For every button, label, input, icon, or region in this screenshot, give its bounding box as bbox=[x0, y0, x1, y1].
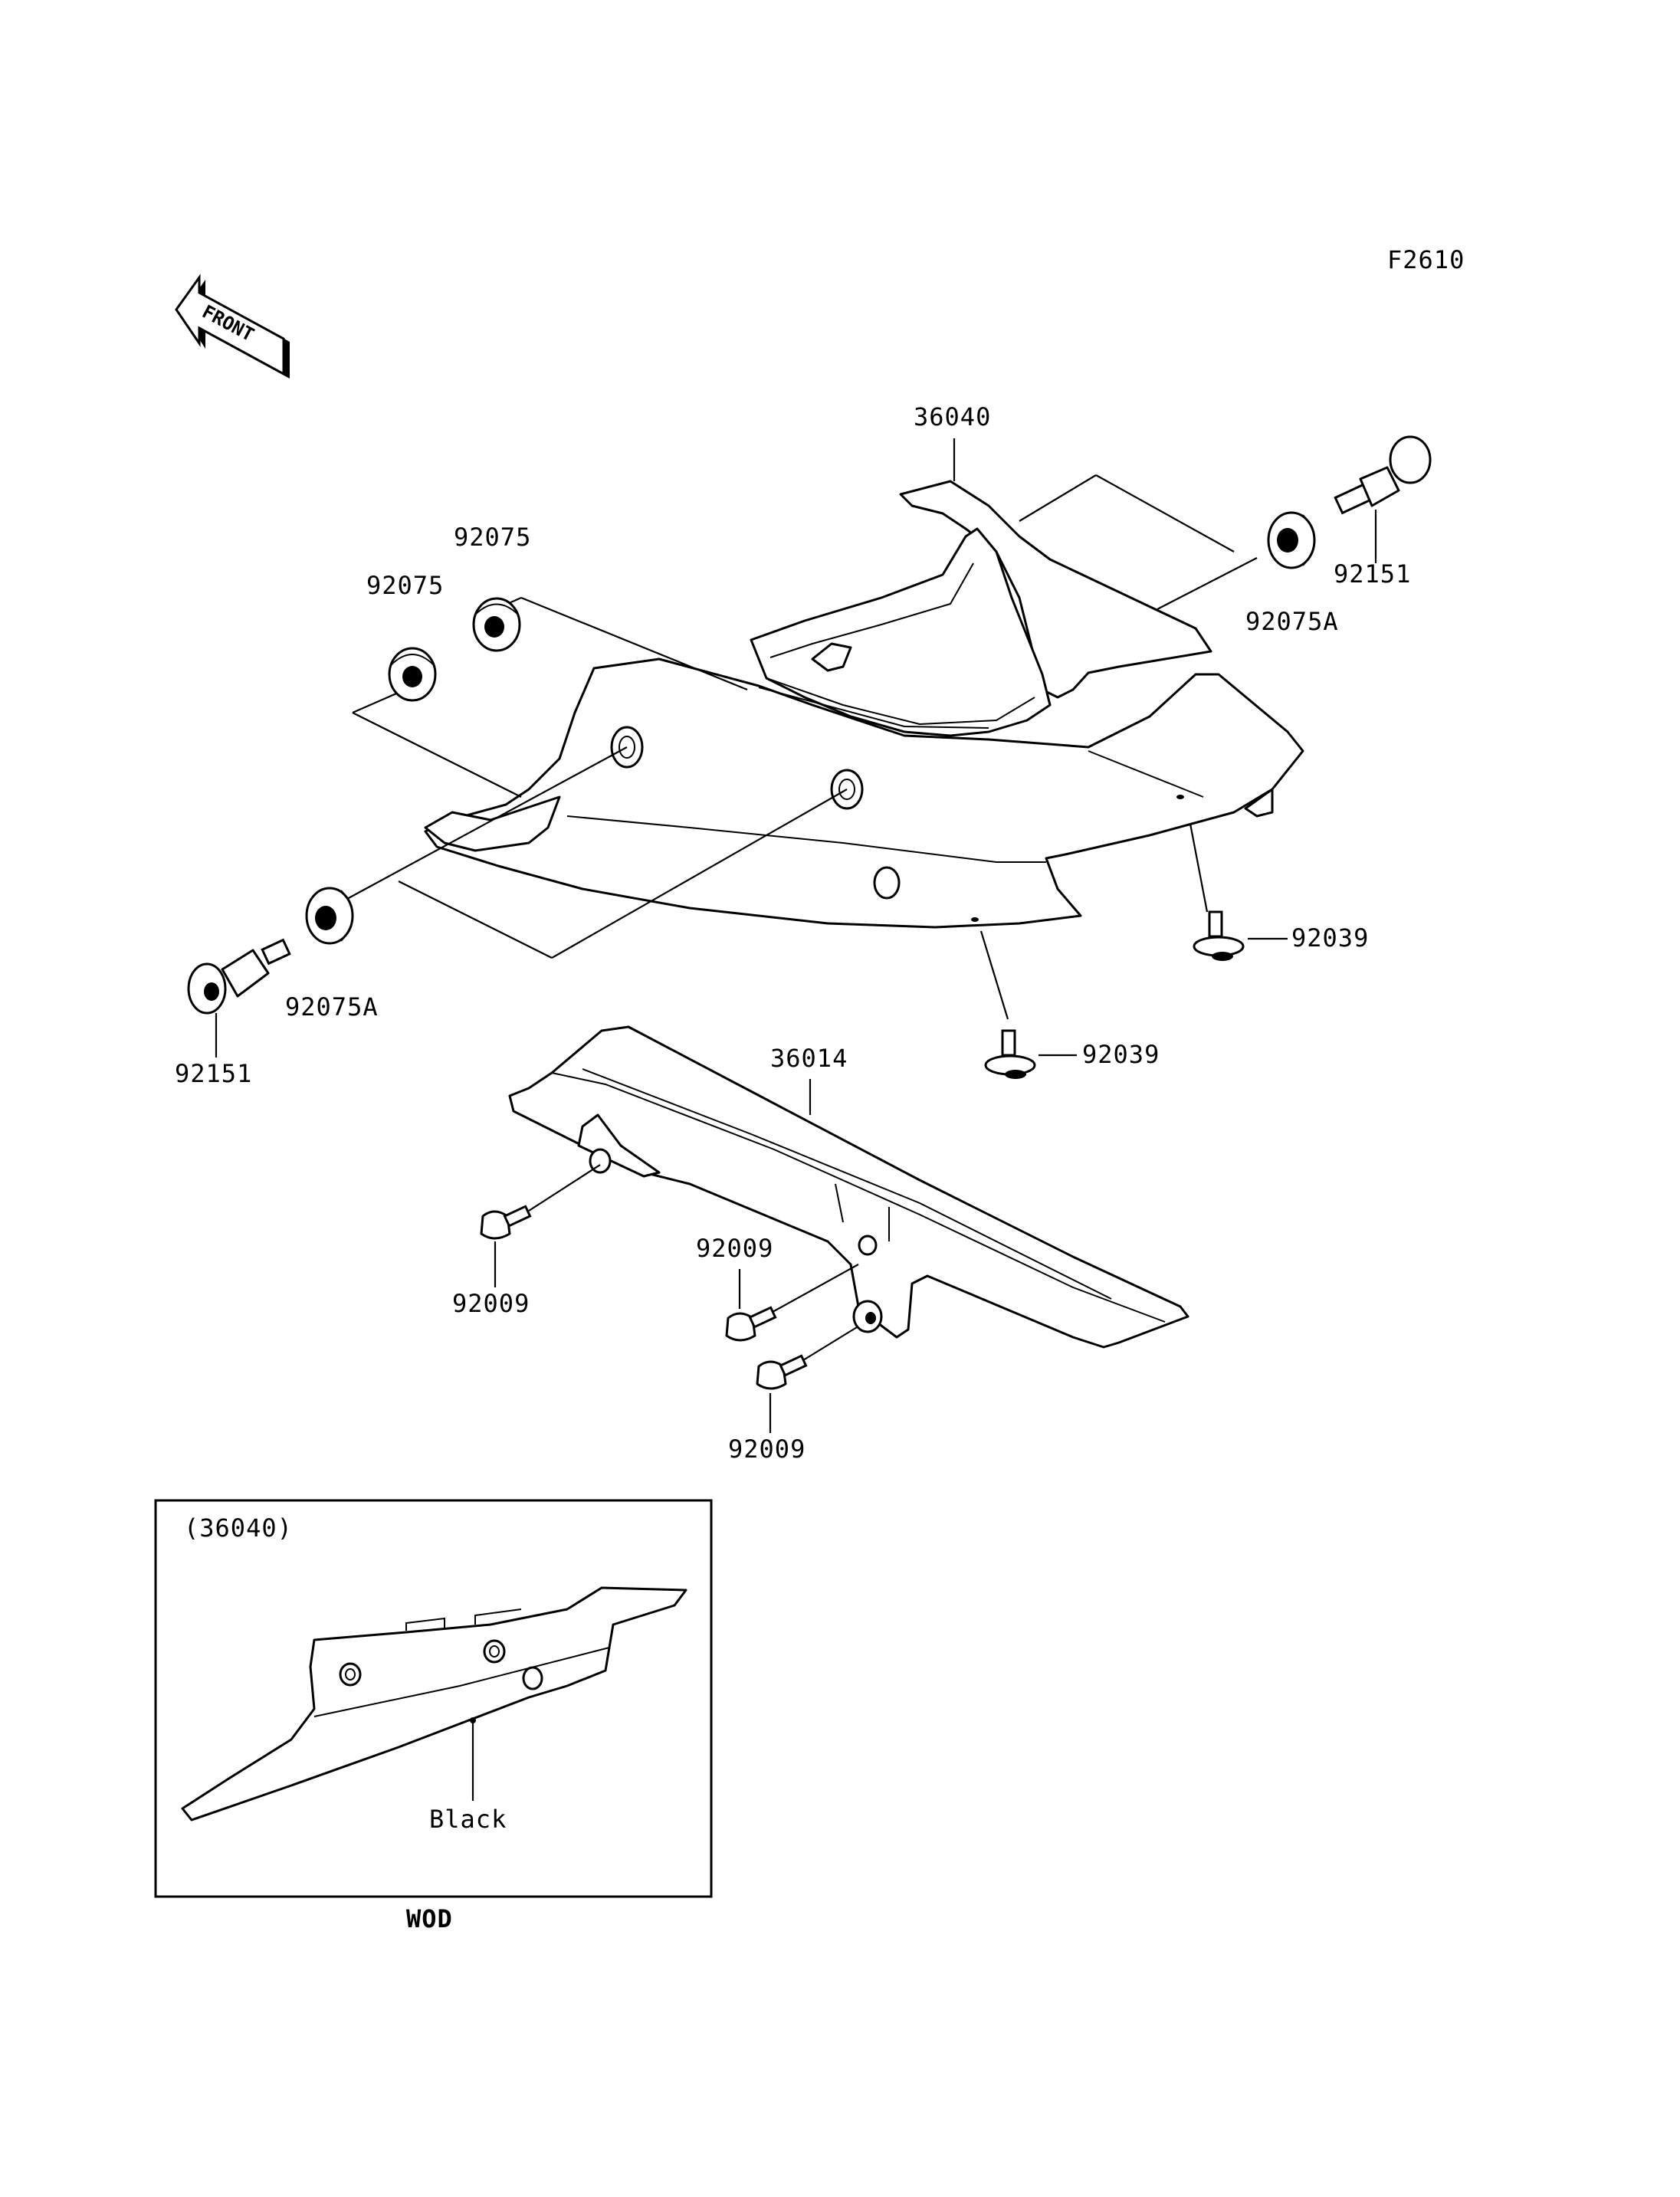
inset-part-ref: (36040) bbox=[184, 1513, 293, 1543]
bolt-92009-left bbox=[480, 1164, 601, 1287]
inset-variant-box: (36040) Black bbox=[154, 1499, 713, 1898]
chain-cover-36014 bbox=[508, 1025, 1189, 1349]
label-92151-right: 92151 bbox=[1334, 559, 1411, 589]
inset-color-note: Black bbox=[429, 1805, 507, 1834]
label-92039-right: 92039 bbox=[1291, 923, 1369, 953]
rivet-92039-mid bbox=[984, 1029, 1077, 1079]
bolt-92009-bottom bbox=[756, 1326, 858, 1433]
label-36040: 36040 bbox=[914, 402, 991, 431]
label-92009-mid: 92009 bbox=[696, 1234, 773, 1263]
grommet-92075-mid bbox=[472, 597, 521, 652]
label-92009-bottom: 92009 bbox=[728, 1435, 806, 1464]
figure-code: F2610 bbox=[1387, 245, 1465, 274]
label-92075-mid: 92075 bbox=[454, 523, 531, 552]
bolt-92009-mid bbox=[725, 1264, 859, 1342]
label-92075-left: 92075 bbox=[366, 571, 444, 600]
label-36014: 36014 bbox=[770, 1044, 848, 1073]
front-arrow-icon: FRONT bbox=[175, 274, 290, 379]
label-92039-mid: 92039 bbox=[1082, 1040, 1160, 1069]
bolt-92151-right bbox=[1334, 435, 1432, 563]
grommet-92075A-right bbox=[1267, 511, 1316, 569]
bolt-92151-left bbox=[187, 938, 291, 1058]
label-92151-left: 92151 bbox=[175, 1059, 252, 1088]
assembly-lines bbox=[336, 438, 1258, 1020]
label-92009-left: 92009 bbox=[452, 1289, 530, 1318]
rivet-92039-right bbox=[1193, 910, 1288, 961]
label-92075A-left: 92075A bbox=[285, 992, 379, 1021]
inset-model-code: WOD bbox=[406, 1904, 453, 1933]
seat-cover-36040 bbox=[424, 480, 1304, 929]
grommet-92075A-left bbox=[305, 887, 354, 945]
label-92075A-right: 92075A bbox=[1245, 607, 1339, 636]
grommet-92075-left bbox=[388, 647, 437, 702]
